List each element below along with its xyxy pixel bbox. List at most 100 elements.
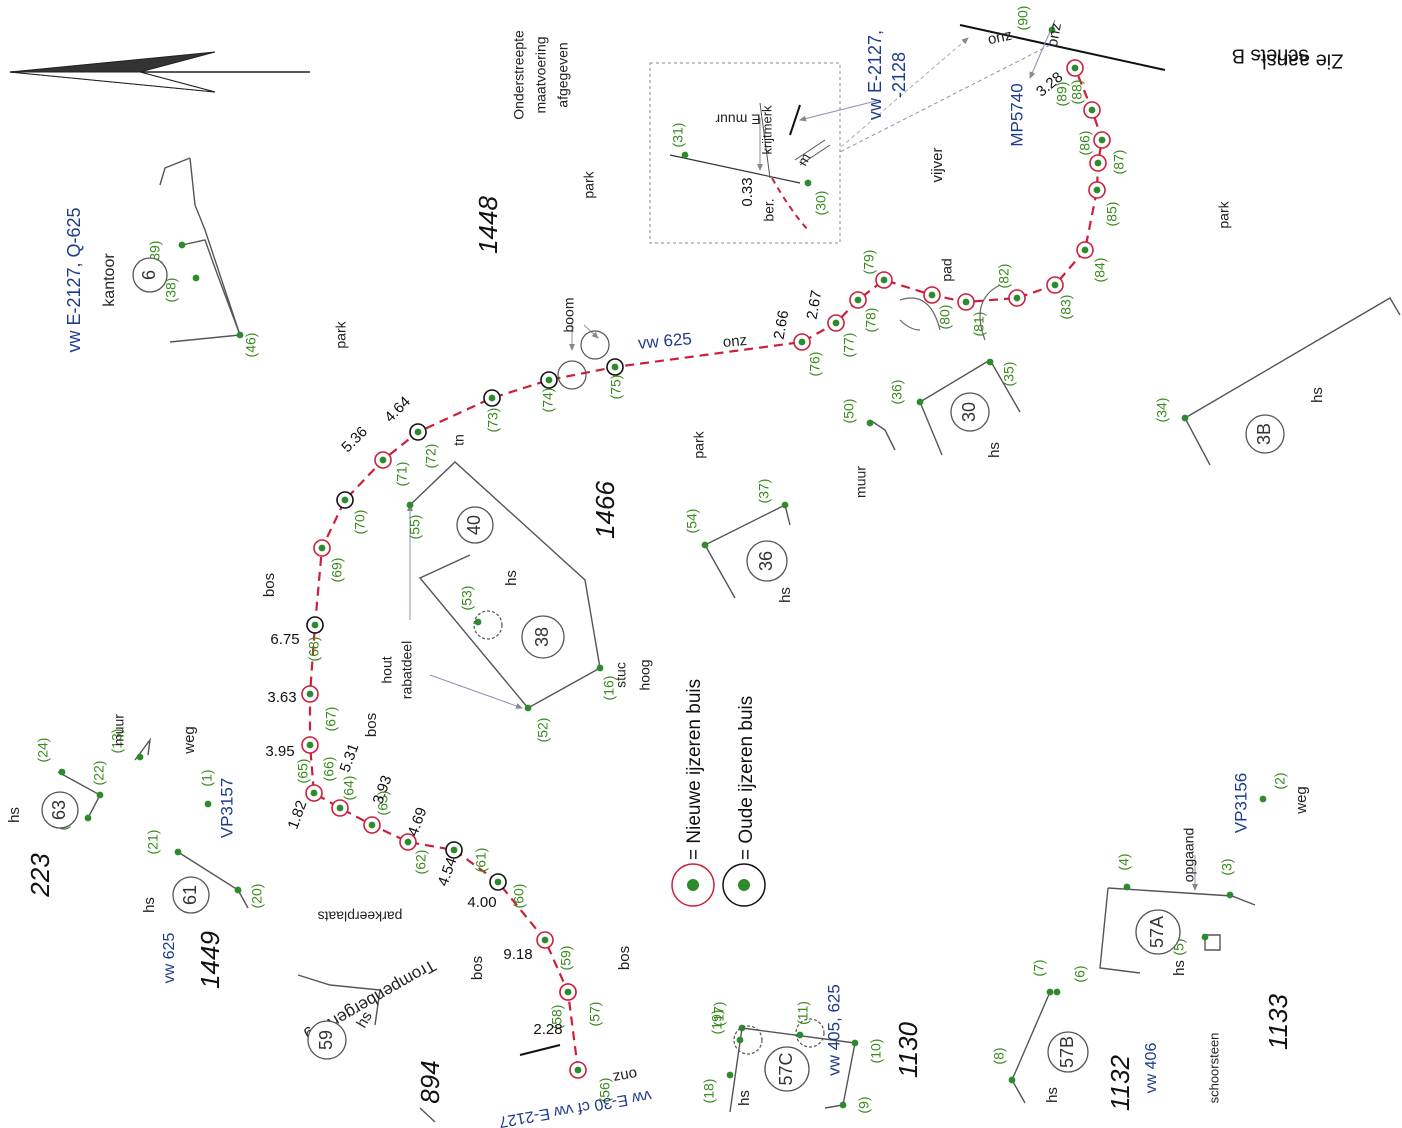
point-label: (13) [109, 729, 125, 754]
house-number-circle [746, 540, 788, 582]
distance-label: 5.31 [337, 741, 363, 774]
distance-label: 4.00 [467, 894, 496, 911]
house-number: 59 [316, 1030, 336, 1050]
house-number-circle [764, 1046, 810, 1092]
distance-label: 9.18 [503, 946, 532, 963]
map-label: hs [1044, 1087, 1061, 1103]
survey-point [781, 501, 789, 509]
house-number: 38 [532, 627, 552, 647]
house-number-circle [456, 506, 494, 544]
point-label: (46) [243, 333, 259, 358]
map-label: vijver [929, 147, 946, 182]
point-label: (61) [473, 848, 489, 873]
parcel-number: 1130 [893, 1022, 923, 1078]
map-label: vw 625 [161, 933, 178, 984]
survey-point [726, 1071, 734, 1079]
survey-point [1048, 26, 1056, 34]
distance-label: 1.82 [285, 798, 311, 831]
survey-point [192, 274, 200, 282]
distance-label: 4.69 [405, 805, 431, 838]
survey-point [866, 419, 874, 427]
survey-point [488, 394, 496, 402]
map-label: VP3157 [217, 778, 236, 839]
house-number: 36 [756, 551, 776, 571]
dashed-circle [733, 1025, 763, 1055]
point-label: (4) [1116, 853, 1132, 870]
survey-point [851, 1039, 859, 1047]
point-label: (21) [145, 830, 161, 855]
house-number-circle [172, 876, 210, 914]
point-label: (87) [1111, 150, 1127, 175]
survey-point [928, 291, 936, 299]
survey-point [1008, 1076, 1016, 1084]
point-label: (85) [1104, 202, 1120, 227]
map-label: schets B [1232, 45, 1309, 67]
survey-point [986, 358, 994, 366]
point-label: (67) [323, 707, 339, 732]
survey-point [681, 151, 689, 159]
point-label: (71) [394, 462, 410, 487]
point-label: (16) [601, 676, 617, 701]
tree-symbol [557, 360, 587, 390]
survey-point [1046, 988, 1054, 996]
distance-label: 5.36 [338, 423, 371, 456]
house-number-circle [132, 257, 168, 293]
point-label: (19) [709, 1010, 725, 1035]
survey-point [1081, 246, 1089, 254]
point-label: (64) [341, 776, 357, 801]
survey-point [832, 319, 840, 327]
point-label: (83) [1058, 295, 1074, 320]
point-label: (82) [996, 264, 1012, 289]
distance-label: 0.33 [739, 177, 756, 206]
point-label: (59) [558, 946, 574, 971]
house-number-circle [1135, 909, 1181, 955]
survey-point [916, 398, 924, 406]
map-label: muur [111, 714, 127, 746]
dashed-circle [473, 610, 503, 640]
survey-point [738, 1024, 746, 1032]
house-number: 57A [1147, 916, 1167, 948]
survey-point [839, 1101, 847, 1109]
map-label: vw 625 [637, 329, 692, 353]
house-number-circle [41, 791, 79, 829]
house-number: 57B [1057, 1036, 1077, 1068]
map-label: E muur [715, 111, 760, 127]
survey-point [962, 298, 970, 306]
point-label: (68) [306, 637, 322, 662]
point-label: (77) [841, 333, 857, 358]
legend-new-pipe-symbol [671, 863, 715, 907]
parcel-number: 223 [25, 853, 55, 898]
survey-point [336, 804, 344, 812]
point-label: (34) [1154, 398, 1170, 423]
point-label: (3) [1219, 858, 1235, 875]
map-label: onz [722, 332, 748, 351]
point-label: (24) [35, 738, 51, 763]
map-label: schoorsteen [1206, 1033, 1221, 1104]
building-outlines [57, 157, 1401, 1123]
point-label: (62) [413, 850, 429, 875]
survey-point [494, 878, 502, 886]
point-label: (36) [889, 380, 905, 405]
path-curves [899, 284, 1001, 341]
point-label: (86) [1077, 131, 1093, 156]
survey-point [306, 741, 314, 749]
house-number-circle [1047, 1031, 1089, 1073]
point-label: (65) [295, 759, 311, 784]
point-label: (7) [1031, 959, 1047, 976]
point-label: (63) [375, 791, 391, 816]
map-label: Zie aansl. [1257, 50, 1344, 72]
house-number-circle [950, 392, 990, 432]
parcel-number: 1448 [473, 196, 503, 254]
point-label: (54) [684, 509, 700, 534]
survey-point [178, 241, 186, 249]
tree-symbol [580, 330, 610, 360]
map-label: afgegeven [555, 42, 571, 107]
point-label: (74) [540, 388, 556, 413]
map-label: vw E-30 cf vw E-2127 [497, 1086, 652, 1128]
survey-point [84, 814, 92, 822]
point-label: (76) [807, 352, 823, 377]
point-label: (81) [971, 312, 987, 337]
survey-point [1094, 159, 1102, 167]
